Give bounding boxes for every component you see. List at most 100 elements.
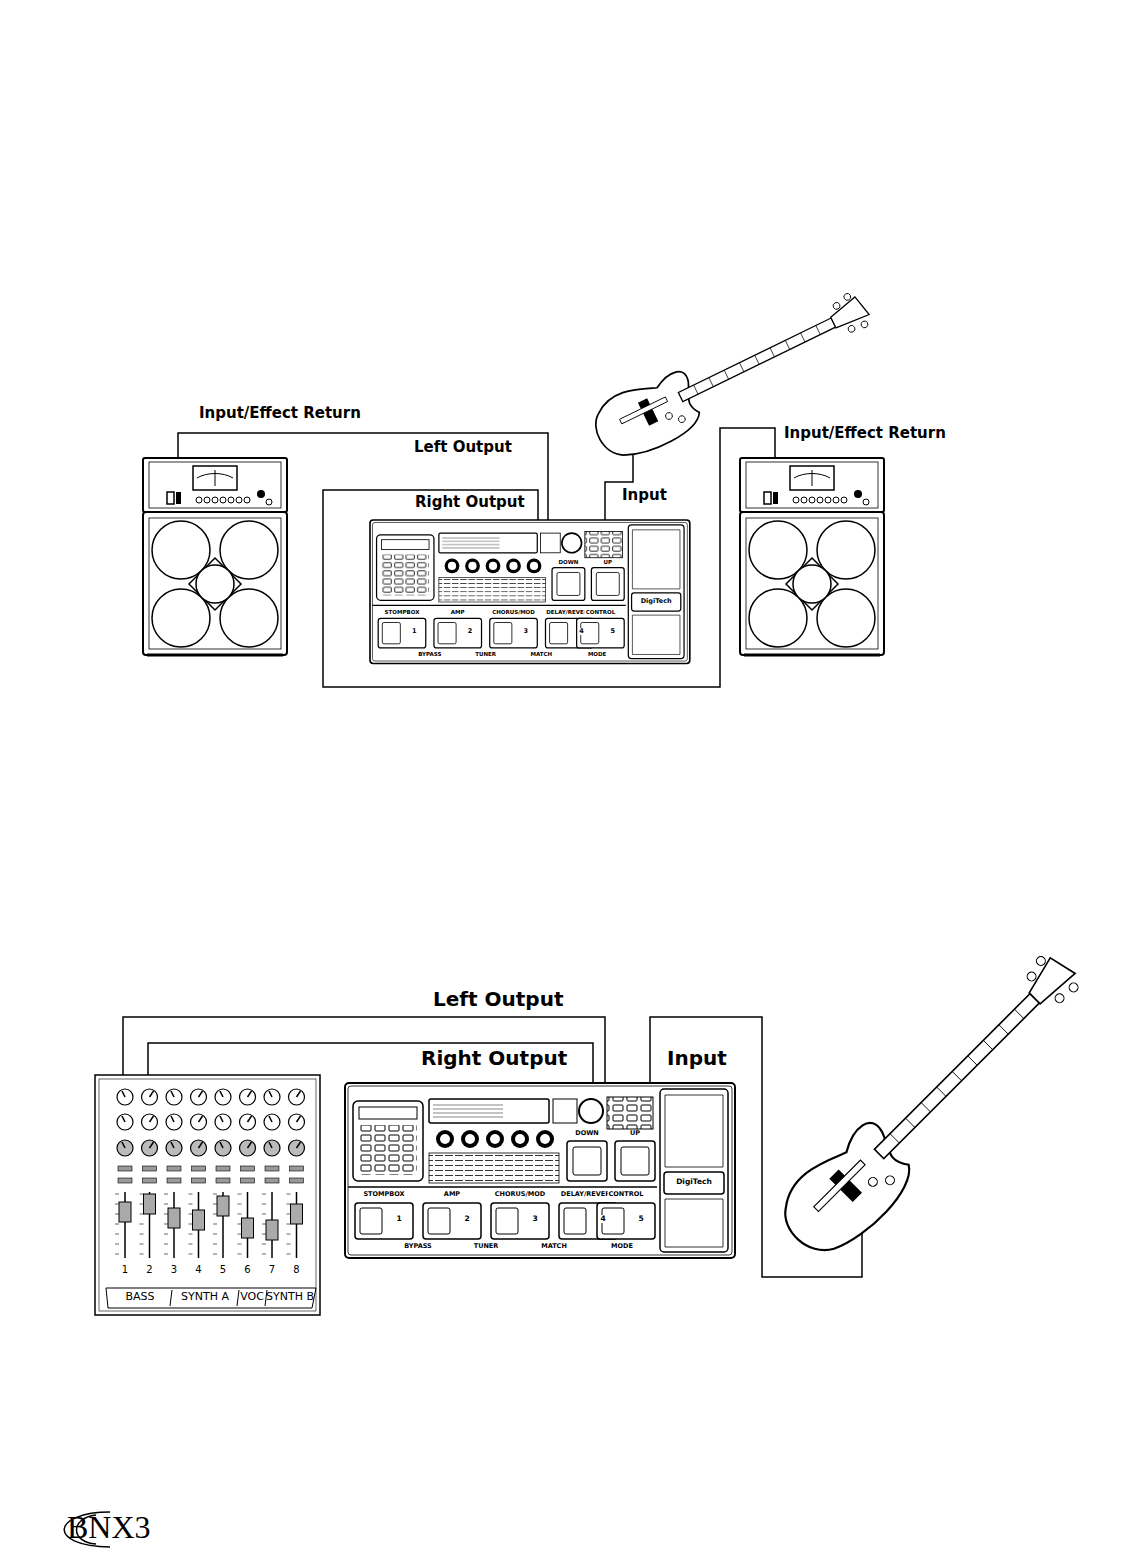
text-label: 8	[292, 1264, 300, 1275]
text-label: BASS	[124, 1291, 155, 1303]
mixer-part	[167, 1166, 181, 1171]
text-label: CONTROL	[608, 1191, 645, 1198]
mixer-part	[144, 1194, 156, 1214]
text-label: 4	[194, 1264, 202, 1275]
text-label: Input/Effect Return	[783, 425, 947, 442]
mixer-part	[297, 1142, 301, 1148]
mixer-part	[191, 1089, 207, 1105]
mixer-part	[215, 1114, 231, 1130]
mixer-part	[290, 1166, 304, 1171]
mixer-part	[297, 1116, 301, 1122]
text-label: 3	[531, 1215, 538, 1223]
mixer-part	[142, 1089, 158, 1105]
mixer-part	[289, 1089, 305, 1105]
mixer-part	[264, 1089, 280, 1105]
mixer-part	[192, 1166, 206, 1171]
mixer-part	[189, 1204, 193, 1205]
mixer-part	[262, 1244, 266, 1245]
mixer-part	[238, 1234, 242, 1235]
mixer-part	[115, 1204, 119, 1205]
mixer-part	[150, 1142, 154, 1148]
mixer-part	[117, 1140, 133, 1156]
mixer-part	[240, 1114, 256, 1130]
mixer-part	[142, 1140, 158, 1156]
mixer-part	[166, 1089, 182, 1105]
mixer-part	[140, 1214, 144, 1215]
mixer-part	[220, 1091, 223, 1097]
mixer-part	[164, 1244, 168, 1245]
mixer-part	[238, 1244, 242, 1245]
mixer-part	[215, 1089, 231, 1105]
mixer-part	[171, 1091, 174, 1097]
text-label: TUNER	[474, 651, 497, 657]
text-label: UP	[603, 559, 614, 565]
text-label: 1	[411, 628, 418, 635]
mixer-part	[238, 1224, 242, 1225]
text-label: MATCH	[540, 1243, 568, 1250]
mixer-part	[115, 1194, 119, 1195]
mixer-part	[164, 1234, 168, 1235]
mixer-part	[166, 1140, 182, 1156]
mixer-part	[265, 1166, 279, 1171]
text-label: CHORUS/MOD	[491, 609, 536, 615]
text-label: MODE	[610, 1243, 634, 1250]
mixer-part	[241, 1178, 255, 1183]
mixer-part	[115, 1254, 119, 1255]
mixer-part	[262, 1234, 266, 1235]
mixer-part	[115, 1214, 119, 1215]
text-label: TUNER	[473, 1243, 500, 1250]
mixer-part	[269, 1091, 272, 1097]
mixer-part	[287, 1214, 291, 1215]
mixer-part	[191, 1114, 207, 1130]
text-label: AMP	[443, 1191, 461, 1198]
text-label: STOMPBOX	[384, 609, 421, 615]
text-label: 5	[219, 1264, 227, 1275]
mixer-part	[238, 1204, 242, 1205]
mixer-part	[150, 1116, 154, 1122]
mixer-part	[248, 1091, 252, 1097]
mixer-part	[287, 1194, 291, 1195]
mixer-part	[213, 1204, 217, 1205]
mixer-part	[189, 1244, 193, 1245]
text-label: 4	[599, 1215, 606, 1223]
mixer-part	[241, 1166, 255, 1171]
mixer-part	[262, 1254, 266, 1255]
mixer-part	[122, 1091, 125, 1097]
mixer-part	[164, 1224, 168, 1225]
mixer-part	[262, 1194, 266, 1195]
mixer-part	[291, 1204, 303, 1224]
mixer-part	[189, 1194, 193, 1195]
mixer-part	[248, 1142, 252, 1148]
mixer-part	[213, 1254, 217, 1255]
text-label: SYNTH A	[180, 1291, 230, 1303]
text-label: DOWN	[574, 1130, 600, 1137]
mixer-part	[171, 1116, 174, 1122]
mixer-part	[269, 1116, 272, 1122]
text-label: DigiTech	[675, 1178, 713, 1186]
mixer-part	[216, 1166, 230, 1171]
text-label: 7	[268, 1264, 276, 1275]
mixer-part	[248, 1116, 252, 1122]
mixer-part	[238, 1214, 242, 1215]
text-label: 3	[170, 1264, 178, 1275]
mixer-part	[115, 1234, 119, 1235]
mixer-part	[168, 1208, 180, 1228]
mixer-part	[297, 1091, 301, 1097]
text-label: DigiTech	[640, 598, 673, 605]
text-label: BYPASS	[417, 651, 442, 657]
mixer-part	[191, 1140, 207, 1156]
mixer-part	[269, 1142, 272, 1148]
text-label: AMP	[450, 609, 466, 615]
mixer-part	[216, 1178, 230, 1183]
mixer-part	[193, 1210, 205, 1230]
mixer-part	[192, 1178, 206, 1183]
text-label: 5	[609, 628, 616, 635]
mixer-part	[189, 1224, 193, 1225]
mixer-part	[240, 1140, 256, 1156]
mixer-part	[262, 1204, 266, 1205]
mixer-part	[199, 1142, 203, 1148]
text-label: Input/Effect Return	[198, 405, 362, 422]
text-label: CONTROL	[585, 609, 616, 615]
text-label: 2	[145, 1264, 153, 1275]
text-label: Left Output	[413, 439, 513, 456]
